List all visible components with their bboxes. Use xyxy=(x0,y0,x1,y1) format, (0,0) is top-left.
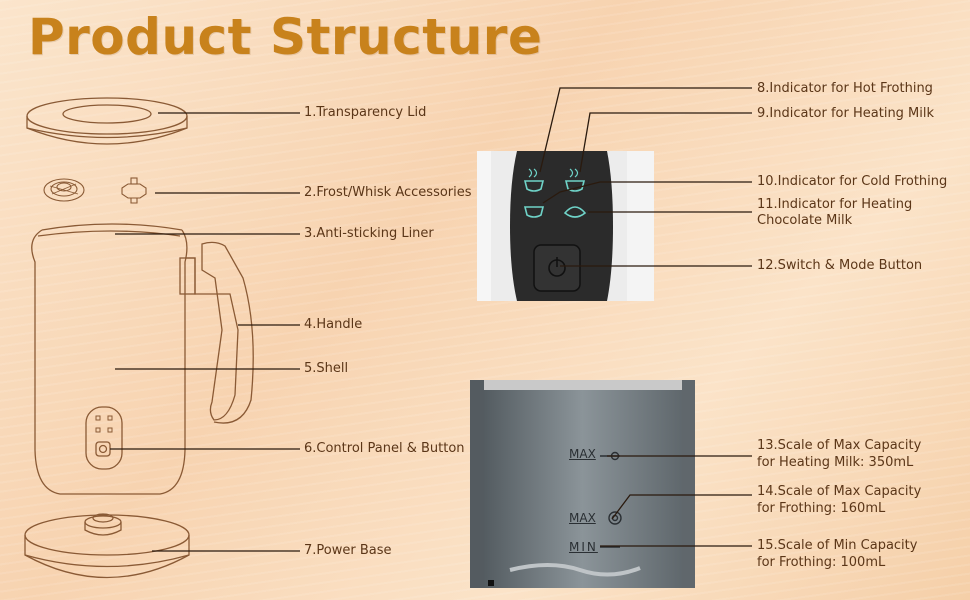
label-anti-sticking-liner: 3.Anti-sticking Liner xyxy=(304,226,434,241)
indicator-icons xyxy=(523,168,587,218)
label-control-panel: 6.Control Panel & Button xyxy=(304,441,465,456)
label-power-base: 7.Power Base xyxy=(304,543,392,558)
control-panel-photo xyxy=(477,151,654,301)
leader-lines-left xyxy=(110,112,300,552)
label-cold-frothing-indicator: 10.Indicator for Cold Frothing xyxy=(757,174,948,189)
max-heating-scale-text: MAX xyxy=(569,447,596,461)
label-handle: 4.Handle xyxy=(304,317,363,332)
label-min-frothing-line1: 15.Scale of Min Capacity xyxy=(757,538,918,553)
whisk-accessories-drawing xyxy=(43,177,147,204)
label-chocolate-indicator-line1: 11.Indicator for Heating xyxy=(757,197,913,212)
lid-drawing xyxy=(26,97,188,145)
power-base-drawing xyxy=(24,513,190,579)
label-shell: 5.Shell xyxy=(304,361,349,376)
label-max-heating-line2: for Heating Milk: 350mL xyxy=(757,455,914,470)
label-transparency-lid: 1.Transparency Lid xyxy=(304,105,427,120)
label-max-frothing-line1: 14.Scale of Max Capacity xyxy=(757,484,922,499)
label-switch-mode-button: 12.Switch & Mode Button xyxy=(757,258,923,273)
label-hot-frothing-indicator: 8.Indicator for Hot Frothing xyxy=(757,81,933,96)
label-heating-milk-indicator: 9.Indicator for Heating Milk xyxy=(757,106,935,121)
mode-button-shape xyxy=(533,244,581,292)
label-min-frothing-line2: for Frothing: 100mL xyxy=(757,555,886,570)
label-whisk-accessories: 2.Frost/Whisk Accessories xyxy=(304,185,472,200)
max-frothing-scale-text: MAX xyxy=(569,511,596,525)
jug-interior-photo xyxy=(470,380,695,588)
min-frothing-scale-text: MIN xyxy=(569,540,598,554)
label-max-heating-line1: 13.Scale of Max Capacity xyxy=(757,438,922,453)
page-title: Product Structure xyxy=(28,8,543,66)
label-max-frothing-line2: for Frothing: 160mL xyxy=(757,501,886,516)
label-chocolate-indicator-line2: Chocolate Milk xyxy=(757,213,853,228)
